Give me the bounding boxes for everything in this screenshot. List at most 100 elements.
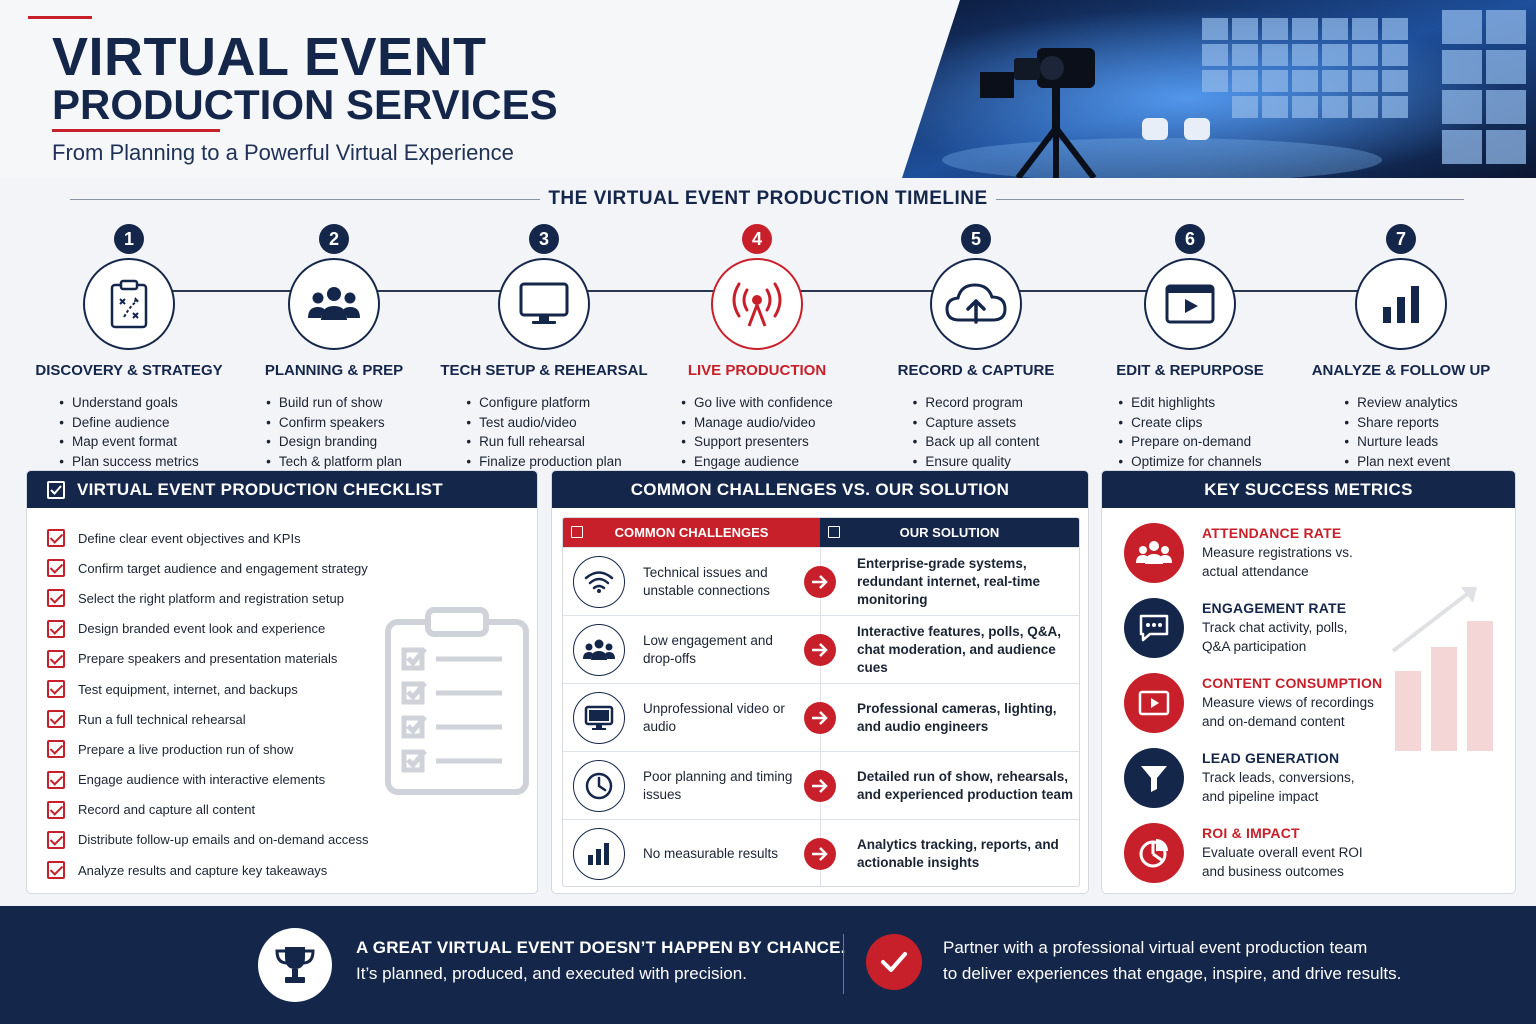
step-list: Understand goals Define audience Map eve… [59, 393, 199, 471]
checked-box-icon [47, 619, 65, 638]
checked-box-icon [47, 770, 65, 789]
challenges-table: COMMON CHALLENGES OUR SOLUTION Technical… [562, 517, 1080, 887]
checklist-item[interactable]: Run a full technical rehearsal [47, 704, 368, 734]
list-item: Go live with confidence [681, 393, 833, 413]
checklist-item[interactable]: Engage audience with interactive element… [47, 765, 368, 795]
step-number: 5 [961, 224, 991, 254]
checklist-item[interactable]: Distribute follow-up emails and on-deman… [47, 825, 368, 855]
timeline-title: THE VIRTUAL EVENT PRODUCTION TIMELINE [548, 188, 988, 209]
checklist-item[interactable]: Record and capture all content [47, 795, 368, 825]
video-play-icon [1144, 258, 1236, 350]
checked-box-icon [47, 649, 65, 668]
checked-box-icon [47, 830, 65, 849]
step-title: TECH SETUP & REHEARSAL [440, 362, 648, 379]
metric-title: LEAD GENERATION [1202, 750, 1340, 766]
step-title: DISCOVERY & STRATEGY [35, 362, 223, 379]
timeline-step-5: 5 RECORD & CAPTURE Record program Captur… [871, 224, 1081, 471]
checkbox-icon [47, 480, 65, 499]
footer-subline: It’s planned, produced, and executed wit… [356, 964, 747, 983]
list-item: Create clips [1118, 413, 1261, 433]
footer-headline: A GREAT VIRTUAL EVENT DOESN’T HAPPEN BY … [356, 938, 846, 957]
checklist: Define clear event objectives and KPIs C… [47, 523, 368, 885]
people-icon [1124, 523, 1184, 583]
list-item: Review analytics [1344, 393, 1458, 413]
wifi-icon [573, 555, 625, 608]
page-title-line1: VIRTUAL EVENT [52, 27, 487, 87]
page-title-line2: PRODUCTION SERVICES [52, 81, 558, 128]
table-row: Technical issues and unstable connection… [563, 547, 1079, 615]
metric-title: CONTENT CONSUMPTION [1202, 675, 1383, 691]
trophy-icon [258, 928, 332, 1002]
list-item: Test audio/video [466, 413, 621, 433]
checklist-item[interactable]: Select the right platform and registrati… [47, 583, 368, 613]
solution-text: Professional cameras, lighting, and audi… [857, 700, 1057, 734]
list-item: Tech & platform plan [266, 452, 402, 472]
metrics-panel: KEY SUCCESS METRICS ATTENDANCE RATE Meas… [1101, 470, 1516, 894]
challenge-text: Unprofessional video or audio [643, 700, 785, 734]
checklist-item[interactable]: Confirm target audience and engagement s… [47, 553, 368, 583]
title-underline [52, 129, 220, 132]
metric-desc: and on-demand content [1202, 714, 1345, 729]
list-item: Engage audience [681, 452, 833, 472]
checklist-panel: VIRTUAL EVENT PRODUCTION CHECKLIST Defin… [26, 470, 538, 894]
step-list: Record program Capture assets Back up al… [913, 393, 1040, 472]
checked-box-icon [47, 589, 65, 608]
step-number: 4 [742, 224, 772, 254]
list-item: Confirm speakers [266, 413, 402, 433]
metrics-header: KEY SUCCESS METRICS [1102, 471, 1515, 508]
bar-chart-icon [1355, 258, 1447, 350]
header-accent-line [28, 16, 92, 19]
checked-box-icon [47, 861, 65, 880]
metric-title: ROI & IMPACT [1202, 825, 1300, 841]
timeline-step-3: 3 TECH SETUP & REHEARSAL Configure platf… [439, 224, 649, 471]
step-list: Review analytics Share reports Nurture l… [1344, 393, 1458, 471]
list-item: Manage audio/video [681, 413, 833, 433]
list-item: Understand goals [59, 393, 199, 413]
solution-text: Analytics tracking, reports, and actiona… [857, 836, 1059, 870]
checklist-item[interactable]: Prepare speakers and presentation materi… [47, 644, 368, 674]
header: VIRTUAL EVENT PRODUCTION SERVICES From P… [0, 0, 1536, 178]
timeline-rule-left [70, 199, 540, 200]
checklist-item[interactable]: Design branded event look and experience [47, 614, 368, 644]
monitor-icon [498, 258, 590, 350]
list-item: Build run of show [266, 393, 402, 413]
clock-icon [573, 759, 625, 812]
group-icon [573, 623, 625, 676]
list-item: Support presenters [681, 432, 833, 452]
solution-text: Detailed run of show, rehearsals, and ex… [857, 768, 1074, 802]
list-item: Ensure quality [913, 452, 1040, 472]
table-header-row: COMMON CHALLENGES OUR SOLUTION [563, 518, 1079, 547]
metric-desc: Q&A participation [1202, 639, 1307, 654]
checkmark-icon [866, 934, 922, 990]
chat-bubble-icon [1124, 598, 1184, 658]
step-list: Go live with confidence Manage audio/vid… [681, 393, 833, 471]
metric-desc: and business outcomes [1202, 864, 1344, 879]
list-item: Prepare on-demand [1118, 432, 1261, 452]
footer-cta-line1: Partner with a professional virtual even… [943, 938, 1368, 957]
page-subtitle: From Planning to a Powerful Virtual Expe… [52, 140, 514, 165]
arrow-right-icon [804, 770, 836, 802]
team-icon [288, 258, 380, 350]
table-row: No measurable results Analytics tracking… [563, 819, 1079, 886]
timeline-rule-right [996, 199, 1464, 200]
metric-desc: Track leads, conversions, [1202, 770, 1355, 785]
checklist-header: VIRTUAL EVENT PRODUCTION CHECKLIST [27, 471, 537, 508]
metric-desc: Measure views of recordings [1202, 695, 1374, 710]
checkbox-icon [571, 526, 583, 538]
step-list: Edit highlights Create clips Prepare on-… [1118, 393, 1262, 471]
metric-desc: Track chat activity, polls, [1202, 620, 1348, 635]
checklist-item[interactable]: Test equipment, internet, and backups [47, 674, 368, 704]
checklist-item[interactable]: Define clear event objectives and KPIs [47, 523, 368, 553]
table-row: Low engagement and drop-offs Interactive… [563, 615, 1079, 683]
metric-desc: actual attendance [1202, 564, 1309, 579]
list-item: Share reports [1344, 413, 1457, 433]
step-number: 2 [319, 224, 349, 254]
arrow-right-icon [804, 838, 836, 870]
step-title: EDIT & REPURPOSE [1116, 362, 1264, 379]
list-item: Nurture leads [1344, 432, 1457, 452]
timeline-step-4: 4 LIVE PRODUCTION Go live with confidenc… [652, 224, 862, 471]
checklist-item[interactable]: Analyze results and capture key takeaway… [47, 855, 368, 885]
footer-banner: A GREAT VIRTUAL EVENT DOESN’T HAPPEN BY … [0, 906, 1536, 1024]
checklist-item[interactable]: Prepare a live production run of show [47, 734, 368, 764]
checklist-title: VIRTUAL EVENT PRODUCTION CHECKLIST [77, 479, 443, 499]
